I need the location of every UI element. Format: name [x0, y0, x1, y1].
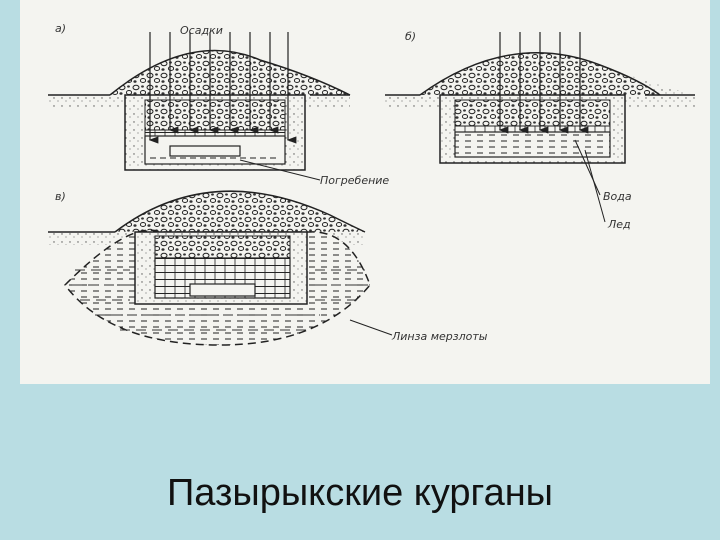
burial-label: Погребение: [320, 174, 389, 187]
panel-a: а) Осадки Погребение: [48, 22, 389, 187]
ice-label: Лед: [607, 218, 631, 231]
panel-a-label: а): [55, 22, 66, 35]
panel-c-label: в): [55, 190, 66, 203]
water-label: Вода: [603, 190, 632, 203]
slide-caption: Пазырыкские курганы: [166, 472, 553, 514]
panel-c: в) Линза мерзлоты: [48, 190, 488, 346]
diagram-canvas: а) Осадки Погребение б) Вода Лед: [48, 22, 695, 346]
precipitation-label: Осадки: [180, 24, 223, 37]
kurgan-diagram: а) Осадки Погребение б) Вода Лед: [20, 0, 710, 384]
panel-b: б) Вода Лед: [385, 30, 695, 231]
permafrost-lens-label: Линза мерзлоты: [391, 330, 488, 343]
panel-b-label: б): [405, 30, 416, 43]
